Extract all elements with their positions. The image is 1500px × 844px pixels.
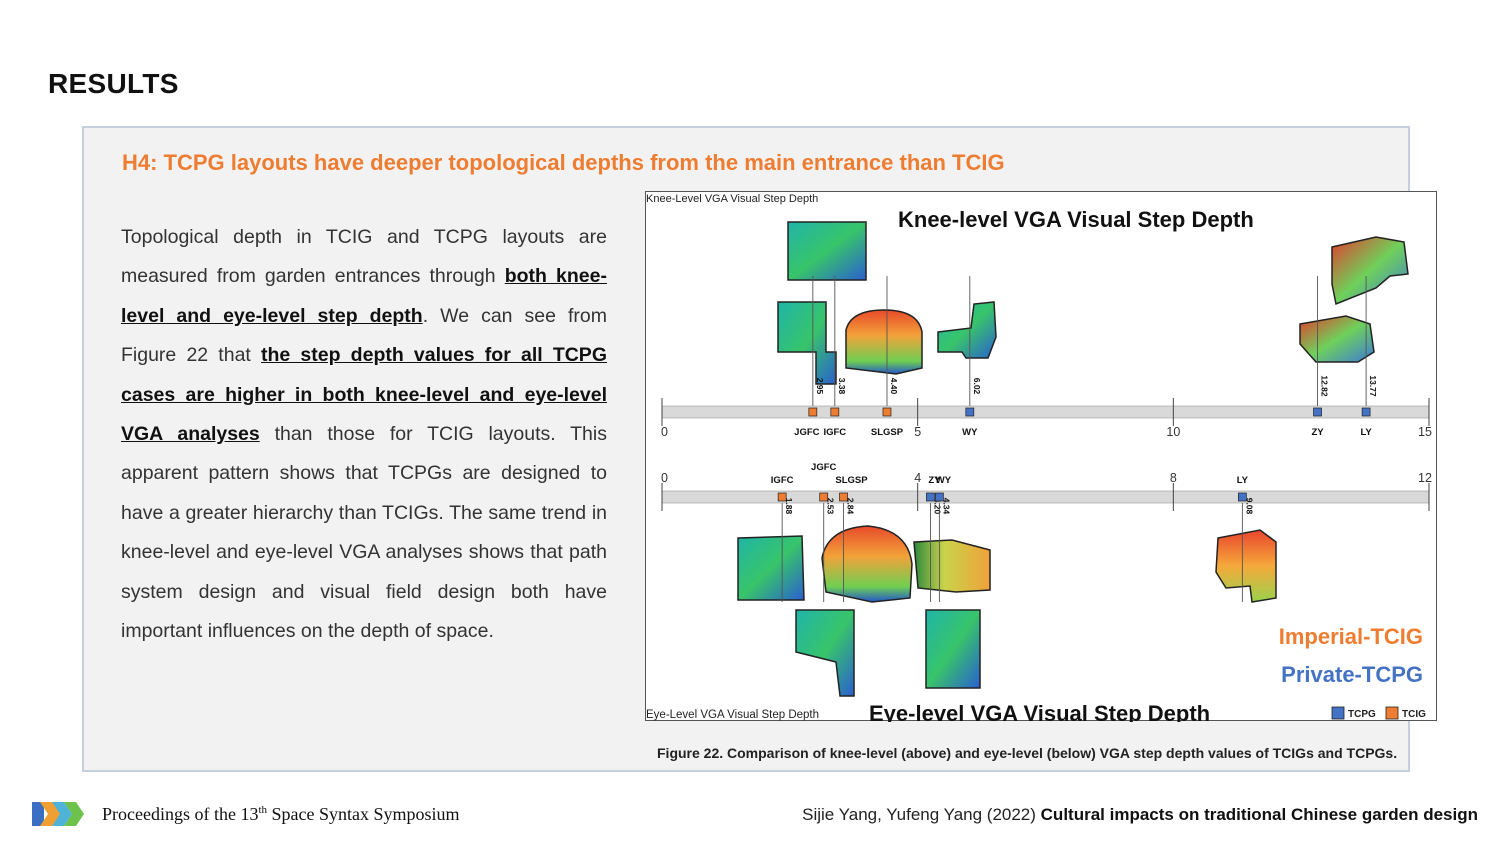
eye-name-jgfc: JGFC [811,462,836,473]
figure-caption: Figure 22. Comparison of knee-level (abo… [657,745,1398,761]
figure-22: Knee-Level VGA Visual Step Depth Knee-le… [645,191,1437,722]
plan-knee-jgfc-top [787,221,867,281]
knee-value-zy: 12.82 [1320,375,1330,397]
eye-value-ly: 9.08 [1244,498,1254,515]
plan-eye-slgsp [821,525,913,603]
knee-name-zy: ZY [1311,427,1324,438]
knee-marker-slgsp [882,407,892,417]
eye-tick-label: 0 [661,471,668,485]
knee-plan-thumbnails [777,221,1409,385]
proc-sup: th [258,803,268,816]
eye-name-igfc: IGFC [771,475,794,486]
knee-name-igfc: IGFC [823,427,846,438]
eye-value-igfc: 1.88 [784,498,794,515]
plan-knee-zy [1299,315,1375,363]
legend-tcpg-label: TCPG [1348,709,1376,720]
eye-value-jgfc: 2.53 [826,498,836,515]
legend-private: Private-TCPG [1281,662,1423,687]
eye-tick-label: 8 [1170,471,1177,485]
eye-value-slgsp: 2.84 [846,498,856,515]
step-depth-chart: Knee-Level VGA Visual Step Depth Knee-le… [646,193,1432,722]
footer-authors: Sijie Yang, Yufeng Yang (2022) [802,805,1041,824]
knee-marker-wy [965,407,975,417]
eye-value-zy: 4.20 [932,498,942,515]
legend-imperial: Imperial-TCIG [1279,624,1423,649]
knee-marker-igfc [830,407,840,417]
legend-tcpg-swatch [1331,706,1345,720]
knee-tick-label: 15 [1418,425,1432,439]
eye-tick-label: 4 [914,471,921,485]
knee-tick-label: 5 [914,425,921,439]
eye-marker-ly [1238,492,1247,502]
legend-tcig-label: TCIG [1402,709,1426,720]
knee-name-wy: WY [962,427,978,438]
eye-title: Eye-level VGA Visual Step Depth [869,701,1210,722]
knee-name-ly: LY [1360,427,1372,438]
eye-marker-igfc [777,492,787,502]
proc-suffix: Space Syntax Symposium [267,803,460,824]
eye-marker-wy [935,492,944,502]
knee-name-slgsp: SLGSP [871,427,904,438]
proceedings-text: Proceedings of the 13th Space Syntax Sym… [102,804,460,825]
eye-marker-slgsp [839,492,848,502]
eye-value-wy: 4.34 [941,498,951,515]
knee-value-jgfc: 2.95 [815,378,825,395]
section-title: RESULTS [48,68,179,99]
knee-value-ly: 13.77 [1368,375,1378,397]
plan-knee-slgsp [845,309,923,375]
eye-plan-thumbnails [737,525,1277,697]
knee-small-title: Knee-Level VGA Visual Step Depth [646,193,818,205]
body-text-3: than those for TCIG layouts. This appare… [121,423,607,643]
body-emphasis-2: the step depth values for all TCPG cases… [121,344,607,446]
eye-marker-jgfc [819,492,829,502]
body-emphasis-1: both knee-level and eye-level step depth [121,265,607,327]
legend-tcig-swatch [1385,706,1399,720]
hypothesis-heading: H4: TCPG layouts have deeper topological… [122,150,1005,175]
knee-name-jgfc: JGFC [794,427,819,438]
eye-marker-zy [926,492,935,502]
plan-knee-jgfc [777,301,837,385]
eye-axis: 0 4 8 12 1.88 IGFC 2.53 JGFC 2.84 SLGSP 4.20 ZY 4.34… [661,462,1432,602]
body-paragraph: Topological depth in TCIG and TCPG layou… [121,218,607,651]
plan-knee-wy [937,301,997,359]
eye-name-wy: WY [936,475,952,486]
eye-name-zy: ZY [928,475,941,486]
eye-name-ly: LY [1237,475,1249,486]
plan-eye-zy [925,609,981,689]
knee-marker-zy [1313,407,1322,417]
knee-tick-label: 0 [661,425,668,439]
plan-eye-ly [1215,529,1277,603]
symposium-logo-icon [32,802,84,826]
eye-tick-label: 12 [1418,471,1432,485]
eye-name-slgsp: SLGSP [835,475,868,486]
eye-small-title: Eye-Level VGA Visual Step Depth [646,709,819,721]
knee-marker-ly [1361,407,1371,417]
plan-eye-jgfc [795,609,855,697]
plan-eye-wy [913,539,991,593]
body-text-1: Topological depth in TCIG and TCPG layou… [121,226,607,288]
knee-title: Knee-level VGA Visual Step Depth [898,207,1254,232]
proc-prefix: Proceedings of the 13 [102,803,259,824]
footer-citation: Sijie Yang, Yufeng Yang (2022) Cultural … [802,805,1478,825]
footer-proceedings: Proceedings of the 13th Space Syntax Sym… [32,800,460,828]
knee-tick-label: 10 [1166,425,1180,439]
footer-paper-title: Cultural impacts on traditional Chinese … [1040,805,1478,824]
knee-value-wy: 6.02 [972,378,982,395]
body-text-2: . We can see from Figure 22 that [121,304,607,367]
eye-axis-bar [661,490,1430,504]
knee-value-igfc: 3.38 [837,378,847,395]
plan-eye-igfc [737,535,805,601]
knee-marker-jgfc [808,407,818,417]
plan-knee-ly [1331,236,1409,306]
knee-value-slgsp: 4.40 [889,378,899,395]
